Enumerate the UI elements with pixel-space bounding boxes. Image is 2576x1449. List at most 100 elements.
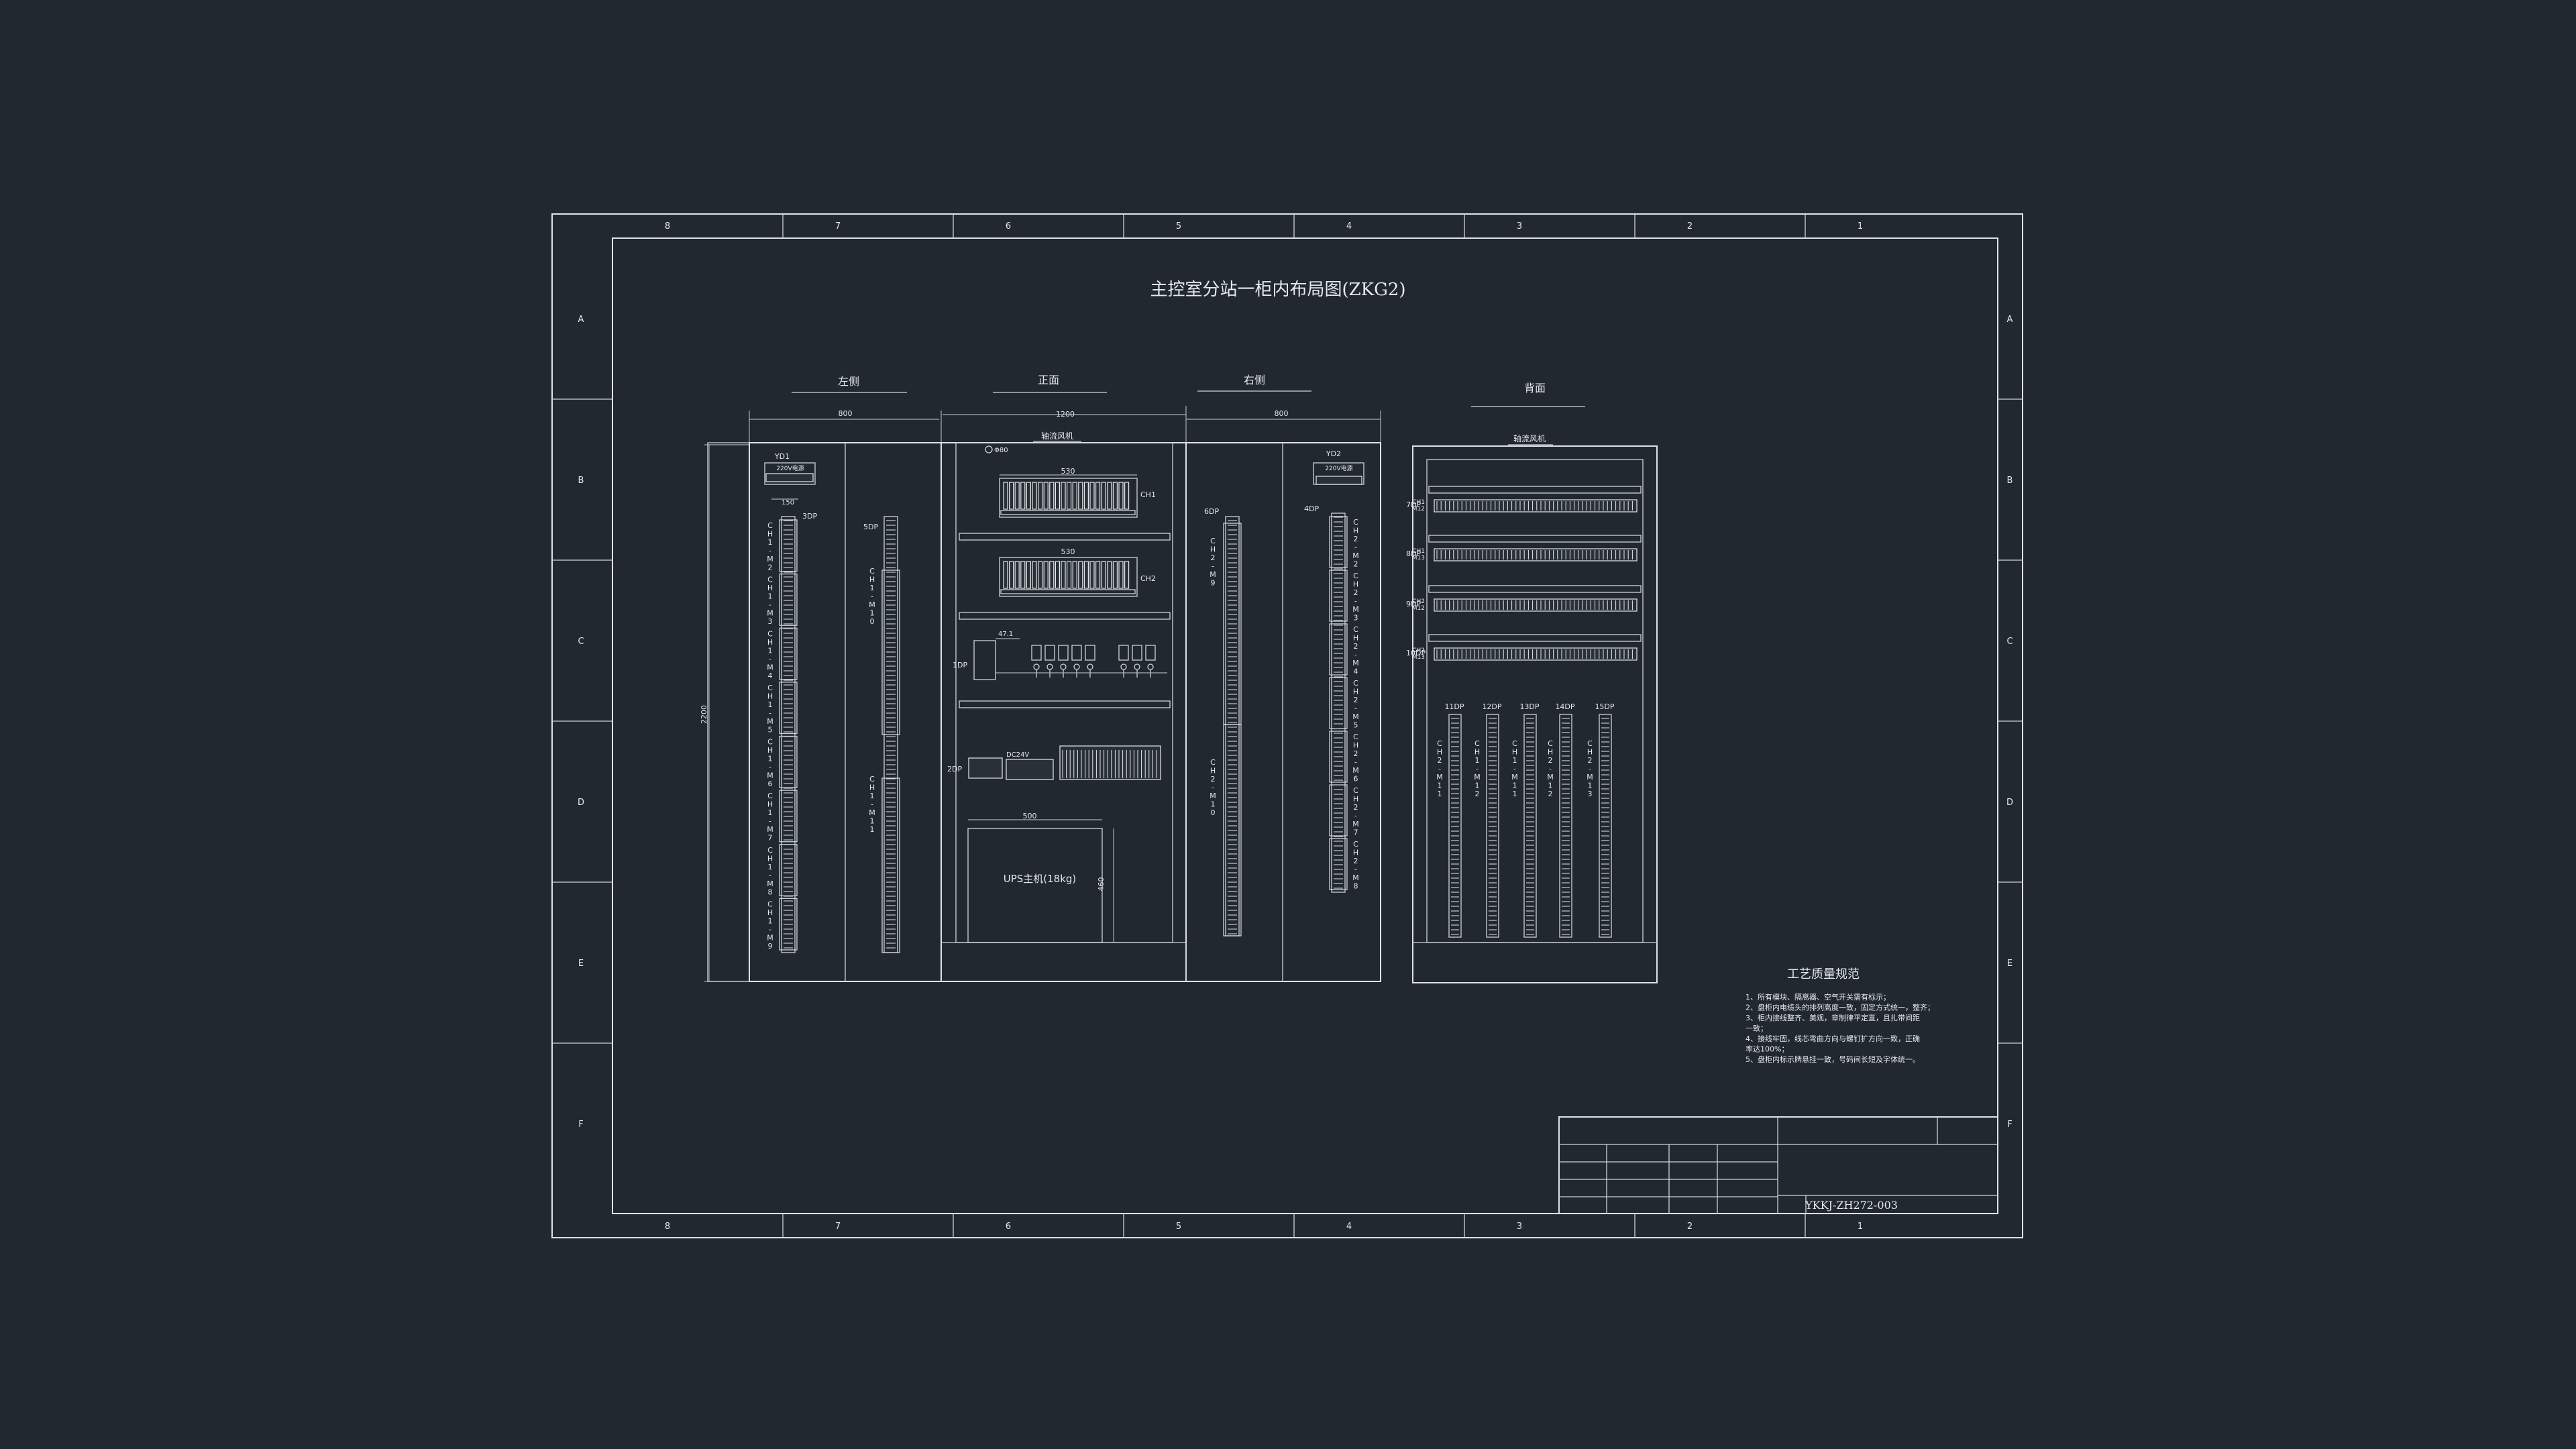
- border-col-bottom-8: 8: [665, 1222, 670, 1232]
- right-inner-terminal-strip: [1225, 516, 1240, 936]
- back-terminal-strip: [1559, 714, 1572, 938]
- dp4-label: 4DP: [1304, 504, 1319, 513]
- back-dp-label-8: 8DP: [1406, 549, 1421, 558]
- back-row-ch-label: CH1: [1412, 548, 1425, 555]
- dim-left-width: 800: [839, 409, 853, 418]
- overall-dimensions: 800 1200 800 2200: [700, 406, 1381, 982]
- io-card: [1095, 482, 1101, 510]
- module-frame: [1329, 623, 1348, 676]
- io-card: [1008, 482, 1014, 510]
- note-line: 一致；: [1746, 1024, 1768, 1033]
- border-col-bottom-4: 4: [1346, 1222, 1352, 1232]
- border-row-right-F: F: [2007, 1120, 2012, 1130]
- border-row-left-F: F: [578, 1120, 583, 1130]
- border-col-bottom-6: 6: [1006, 1222, 1011, 1232]
- border-col-bottom-2: 2: [1687, 1222, 1693, 1232]
- dp5-label: 5DP: [863, 523, 878, 531]
- back-row-m-label: M12: [1412, 605, 1425, 612]
- io-card: [1020, 561, 1026, 589]
- cabinet-outlines: [707, 442, 1658, 983]
- border-col-bottom-3: 3: [1517, 1222, 1522, 1232]
- back-row-m-label: M13: [1412, 555, 1425, 561]
- module-frame: [1329, 677, 1348, 729]
- note-line: 4、接线牢固，线芯弯曲方向与螺钉扩方向一致，正确: [1746, 1034, 1920, 1043]
- border-col-bottom-5: 5: [1176, 1222, 1181, 1232]
- back-dp-label-15: 15DP: [1595, 702, 1614, 711]
- dc24-label: DC24V: [1006, 751, 1029, 759]
- quality-notes: 工艺质量规范 1、所有模块、隔离器、空气开关需有标示；2、盘柜内电缆头的排列高度…: [1746, 967, 1935, 1064]
- io-card: [1026, 561, 1032, 589]
- module-frame: [779, 682, 798, 735]
- module-frame: [779, 844, 798, 897]
- module-frame: [1223, 724, 1242, 936]
- io-card: [1072, 561, 1077, 589]
- io-card: [1089, 482, 1095, 510]
- note-line: 1、所有模块、隔离器、空气开关需有标示；: [1746, 992, 1890, 1002]
- ch2-label: CH2: [1140, 574, 1156, 583]
- io-card: [1037, 482, 1043, 510]
- fan-diameter: Φ80: [994, 447, 1008, 454]
- module-frame: [881, 777, 900, 953]
- border-row-right-C: C: [2006, 637, 2012, 647]
- power-220-b-label: 220V电源: [1325, 464, 1352, 472]
- module-frame: [779, 519, 798, 572]
- breaker-row: 1DP 47.1: [953, 631, 1167, 680]
- io-card: [1003, 561, 1008, 589]
- note-line: 率达100%；: [1746, 1044, 1788, 1054]
- border-row-left-E: E: [578, 959, 584, 969]
- io-card: [1124, 561, 1130, 589]
- back-terminal-strip: [1448, 714, 1462, 938]
- dim-right-width: 800: [1275, 409, 1289, 418]
- border-row-right-E: E: [2007, 959, 2012, 969]
- io-card: [1083, 482, 1089, 510]
- note-line: 2、盘柜内电缆头的排列高度一致，固定方式统一，整齐；: [1746, 1003, 1935, 1012]
- io-card: [1055, 482, 1061, 510]
- border-row-left-C: C: [578, 637, 584, 647]
- border-col-bottom-7: 7: [835, 1222, 841, 1232]
- ch2-chassis: 530 CH2: [999, 547, 1156, 597]
- back-view: 轴流风机 7DPCH1M128DPCH1M139DPCH2M1210DPCH2M…: [1406, 433, 1642, 938]
- io-card: [1061, 561, 1066, 589]
- terminal-row: 2DP DC24V: [947, 745, 1161, 780]
- io-card: [1112, 561, 1118, 589]
- back-dp-label-14: 14DP: [1555, 702, 1574, 711]
- border-col-top-5: 5: [1176, 221, 1181, 231]
- io-card: [1014, 561, 1020, 589]
- fan-back-label: 轴流风机: [1513, 433, 1546, 443]
- back-dp-label-7: 7DP: [1406, 500, 1421, 509]
- back-terminal-strip: [1599, 714, 1612, 938]
- border-row-left-B: B: [578, 476, 584, 486]
- back-row-ch-label: CH2: [1412, 598, 1425, 605]
- back-terminal-strip: [1523, 714, 1537, 938]
- yd2-label: YD2: [1326, 449, 1341, 458]
- border-row-left-D: D: [578, 798, 584, 808]
- border-col-top-4: 4: [1346, 221, 1352, 231]
- io-card: [1083, 561, 1089, 589]
- note-line: 5、盘柜内标示牌悬挂一致，号码间长短及字体统一。: [1746, 1055, 1920, 1064]
- io-card: [1043, 561, 1049, 589]
- dim-150: 150: [782, 499, 794, 506]
- breaker: [1071, 645, 1082, 678]
- back-row-m-label: M13: [1412, 654, 1425, 661]
- view-back-label: 背面: [1524, 382, 1546, 394]
- io-card: [1003, 482, 1008, 510]
- io-card: [1112, 482, 1118, 510]
- back-dp-label-12: 12DP: [1482, 702, 1501, 711]
